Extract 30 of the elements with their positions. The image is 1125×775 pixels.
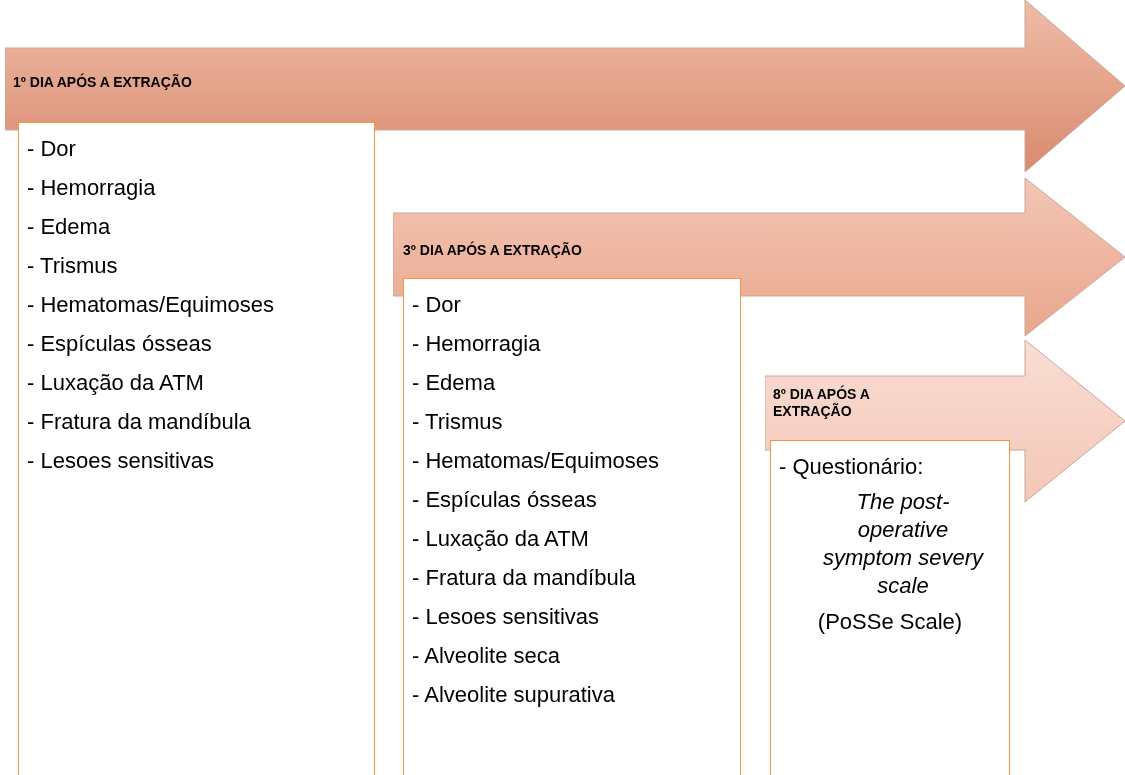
complications-box — [770, 440, 1010, 775]
list-item: - Alveolite supurativa — [412, 681, 616, 709]
list-item: - Fratura da mandíbula — [27, 408, 252, 436]
list-item: - Hemorragia — [27, 174, 157, 202]
stage-heading: 8º DIA APÓS A EXTRAÇÃO — [773, 386, 871, 420]
list-item: - Hematomas/Equimoses — [412, 447, 660, 475]
list-item: - Espículas ósseas — [412, 486, 598, 514]
stage-banner — [5, 0, 1125, 172]
list-item: - Espículas ósseas — [27, 330, 213, 358]
list-item: - Luxação da ATM — [27, 369, 205, 397]
list-item: (PoSSe Scale) — [816, 608, 964, 636]
list-item: - Trismus — [27, 252, 119, 280]
list-item: The post-operative symptom severy scale — [821, 488, 985, 600]
list-item: - Dor — [27, 135, 77, 163]
complications-box — [403, 278, 741, 775]
list-item: - Alveolite seca — [412, 642, 561, 670]
list-item: - Lesoes sensitivas — [412, 603, 601, 631]
list-item: - Luxação da ATM — [412, 525, 590, 553]
complications-box — [18, 122, 375, 775]
list-item: - Dor — [412, 291, 462, 319]
list-item: - Hematomas/Equimoses — [27, 291, 275, 319]
stage-heading: 3º DIA APÓS A EXTRAÇÃO — [403, 242, 582, 259]
list-item: - Edema — [27, 213, 112, 241]
list-item: - Questionário: — [779, 453, 925, 481]
list-item: - Fratura da mandíbula — [412, 564, 637, 592]
list-item: - Edema — [412, 369, 497, 397]
list-item: - Trismus — [412, 408, 504, 436]
list-item: - Hemorragia — [412, 330, 542, 358]
stage-heading: 1º DIA APÓS A EXTRAÇÃO — [13, 74, 192, 91]
list-item: - Lesoes sensitivas — [27, 447, 216, 475]
